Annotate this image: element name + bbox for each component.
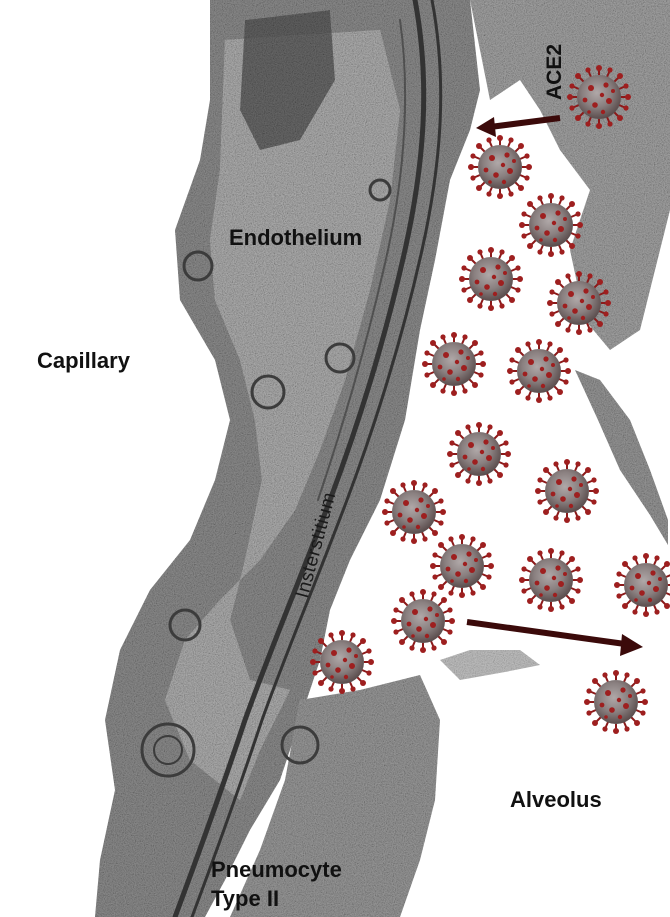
pneumocyte-label-line1: Pneumocyte xyxy=(211,857,342,882)
ace2-label: ACE2 xyxy=(543,44,567,100)
capillary-label: Capillary xyxy=(37,348,130,373)
endothelium-label: Endothelium xyxy=(229,225,362,250)
alveolus-label: Alveolus xyxy=(510,787,602,812)
pneumocyte-label-line2: Type II xyxy=(211,886,279,911)
